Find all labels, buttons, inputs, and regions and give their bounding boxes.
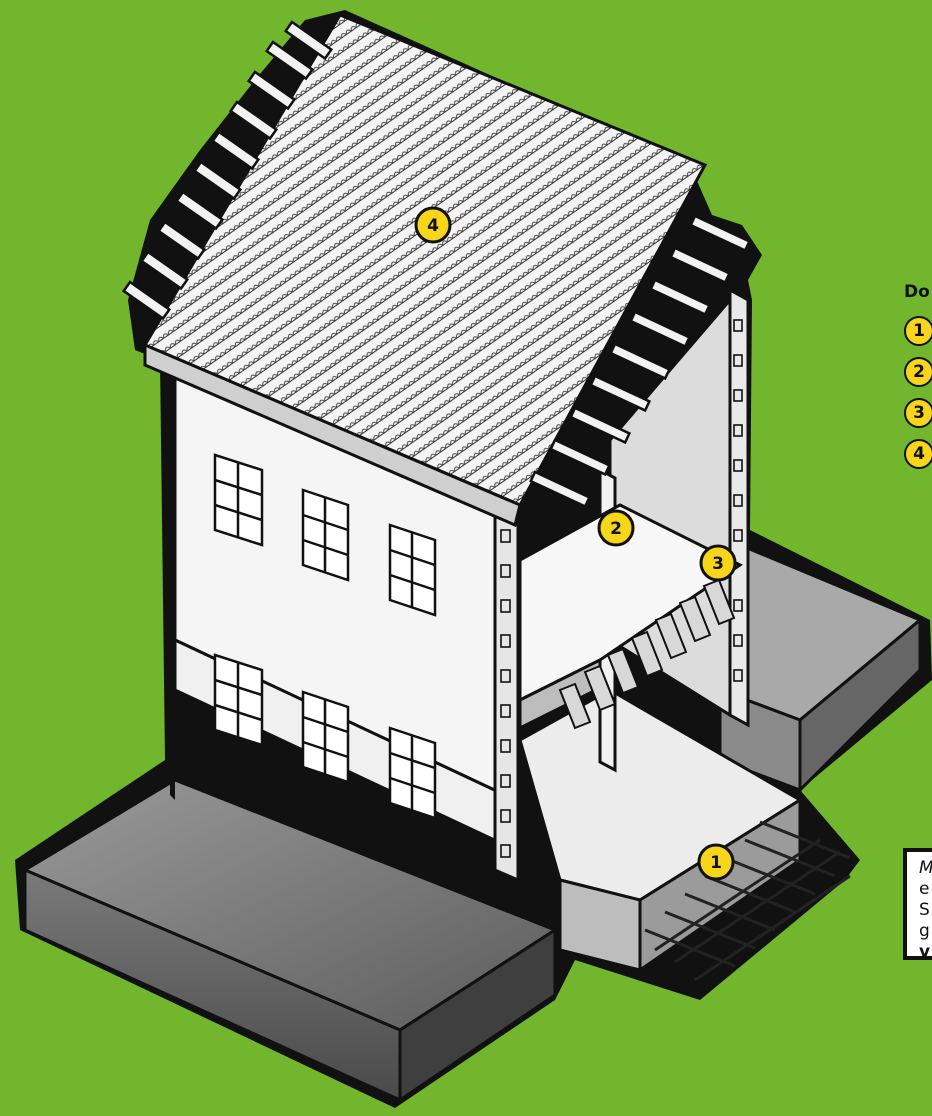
callout-2: 2: [597, 509, 635, 547]
foundation-slab-right: [718, 542, 923, 794]
rafters-left: [121, 20, 334, 321]
legend: Do 1 2 3 4: [904, 282, 932, 480]
rebar-grid: [644, 820, 851, 982]
note-line: v: [919, 942, 931, 960]
window: [388, 726, 437, 820]
callout-3: 3: [699, 544, 737, 582]
callout-number: 1: [710, 853, 722, 873]
callout-1: 1: [697, 843, 735, 881]
window: [301, 690, 350, 784]
legend-badge: 3: [904, 398, 932, 428]
legend-item-2: 2: [904, 357, 932, 387]
note-line: S: [919, 900, 930, 920]
callout-4: 4: [414, 206, 452, 244]
window: [388, 523, 437, 617]
note-line: g: [919, 921, 930, 941]
callout-number: 2: [610, 519, 622, 539]
legend-item-4: 4: [904, 439, 932, 469]
windows: [213, 453, 437, 820]
window: [213, 653, 264, 747]
window: [213, 453, 264, 547]
legend-badge: 2: [904, 357, 932, 387]
foundation-slab-left: [21, 778, 559, 1103]
callout-number: 4: [427, 216, 439, 236]
steel-joists: [558, 578, 736, 730]
legend-badge: 1: [904, 316, 932, 346]
note-line: e: [919, 879, 930, 899]
first-floor-slab: [518, 503, 743, 731]
note-box: M e S g v: [903, 848, 932, 960]
legend-title: Do: [904, 282, 930, 302]
legend-item-3: 3: [904, 398, 932, 428]
note-line: M: [919, 858, 932, 879]
legend-badge: 4: [904, 439, 932, 469]
legend-item-1: 1: [904, 316, 932, 346]
ground-floor-slab: [518, 688, 803, 973]
rafters-right: [529, 214, 752, 509]
roof: [142, 13, 708, 528]
callout-number: 3: [712, 554, 724, 574]
window: [301, 488, 350, 582]
